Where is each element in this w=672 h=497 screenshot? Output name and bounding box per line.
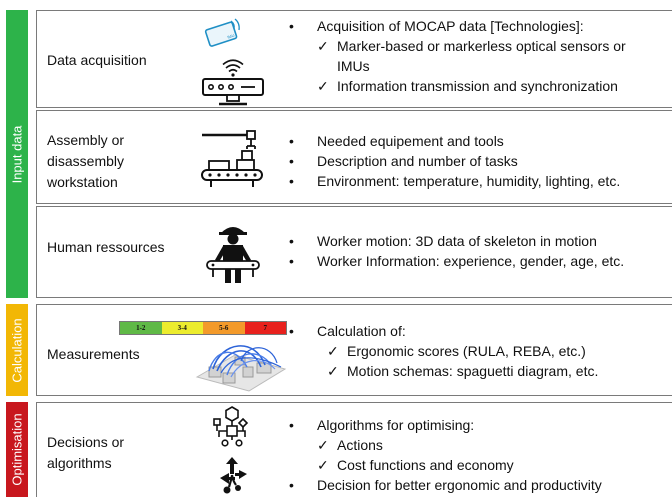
conveyor-workstation-icon [201, 130, 263, 187]
bullet-item: Calculation of: [289, 321, 598, 341]
assembly-label-line: disassembly [47, 153, 125, 169]
data-acquisition-icons: IMU [202, 18, 264, 106]
measurements-row: Measurements 1-2 3-4 5-6 7 Calculation o… [36, 304, 672, 396]
bullet-item: Description and number of tasks [289, 151, 620, 171]
assembly-bullets: Needed equipement and tools Description … [289, 131, 620, 191]
decisions-bullets: Algorithms for optimising: Actions Cost … [289, 415, 602, 495]
human-resources-row: Human ressources Worker motion: 3D data … [36, 206, 672, 298]
input-data-bar: Input data [6, 10, 28, 298]
check-item: Cost functions and economy [289, 455, 602, 475]
assembly-label-line: Assembly or [47, 132, 125, 148]
risk-score-scale: 1-2 3-4 5-6 7 [119, 321, 287, 335]
imu-text: IMU [227, 33, 236, 40]
algorithm-flowchart-icon [213, 406, 249, 447]
scale-cell-7: 7 [244, 322, 286, 334]
data-acquisition-bullets: Acquisition of MOCAP data [Technologies]… [289, 16, 626, 96]
bullet-item: Decision for better ergonomic and produc… [289, 475, 602, 495]
calculation-label: Calculation [9, 317, 25, 383]
check-item: Marker-based or markerless optical senso… [289, 36, 626, 56]
scale-cell-3-4: 3-4 [161, 322, 203, 334]
data-acquisition-label: Data acquisition [47, 52, 147, 68]
check-item-continuation: IMUs [337, 58, 370, 74]
spaghetti-diagram-icon [195, 345, 287, 392]
check-item: Motion schemas: spaguetti diagram, etc. [289, 361, 598, 381]
scale-cell-5-6: 5-6 [203, 322, 245, 334]
assembly-label-line: workstation [47, 174, 118, 190]
bullet-item: Acquisition of MOCAP data [Technologies]… [289, 16, 626, 36]
check-item: Ergonomic scores (RULA, REBA, etc.) [289, 341, 598, 361]
data-acquisition-row: Data acquisition IMU Acquisition of MOCA… [36, 10, 672, 108]
assembly-row: Assembly or disassembly workstation Need… [36, 110, 672, 204]
optimisation-label: Optimisation [9, 413, 25, 486]
decisions-row: Decisions or algorithms Algorithms for o [36, 402, 672, 497]
bullet-item: Environment: temperature, humidity, ligh… [289, 171, 620, 191]
measurements-label: Measurements [47, 346, 140, 362]
depth-camera-icon [202, 59, 264, 106]
check-item: Actions [289, 435, 602, 455]
calculation-bar: Calculation [6, 304, 28, 396]
worker-icon [206, 227, 260, 283]
bullet-item: Worker Information: experience, gender, … [289, 251, 624, 271]
optimization-arrows-icon [220, 457, 247, 494]
bullet-item: Worker motion: 3D data of skeleton in mo… [289, 231, 624, 251]
human-resources-bullets: Worker motion: 3D data of skeleton in mo… [289, 231, 624, 271]
decisions-label-line: Decisions or [47, 434, 125, 450]
check-item: Information transmission and synchroniza… [289, 76, 626, 96]
input-data-label: Input data [9, 125, 25, 183]
scale-cell-1-2: 1-2 [120, 322, 162, 334]
imu-sensor-icon: IMU [204, 18, 240, 47]
bullet-item: Needed equipement and tools [289, 131, 620, 151]
optimisation-bar: Optimisation [6, 402, 28, 497]
bullet-item: Algorithms for optimising: [289, 415, 602, 435]
assembly-label: Assembly or disassembly workstation [47, 130, 124, 193]
measurements-bullets: Calculation of: Ergonomic scores (RULA, … [289, 321, 598, 381]
decisions-label-line: algorithms [47, 455, 112, 471]
human-resources-label: Human ressources [47, 239, 165, 255]
decision-icons [213, 406, 249, 494]
decisions-label: Decisions or algorithms [47, 432, 124, 474]
